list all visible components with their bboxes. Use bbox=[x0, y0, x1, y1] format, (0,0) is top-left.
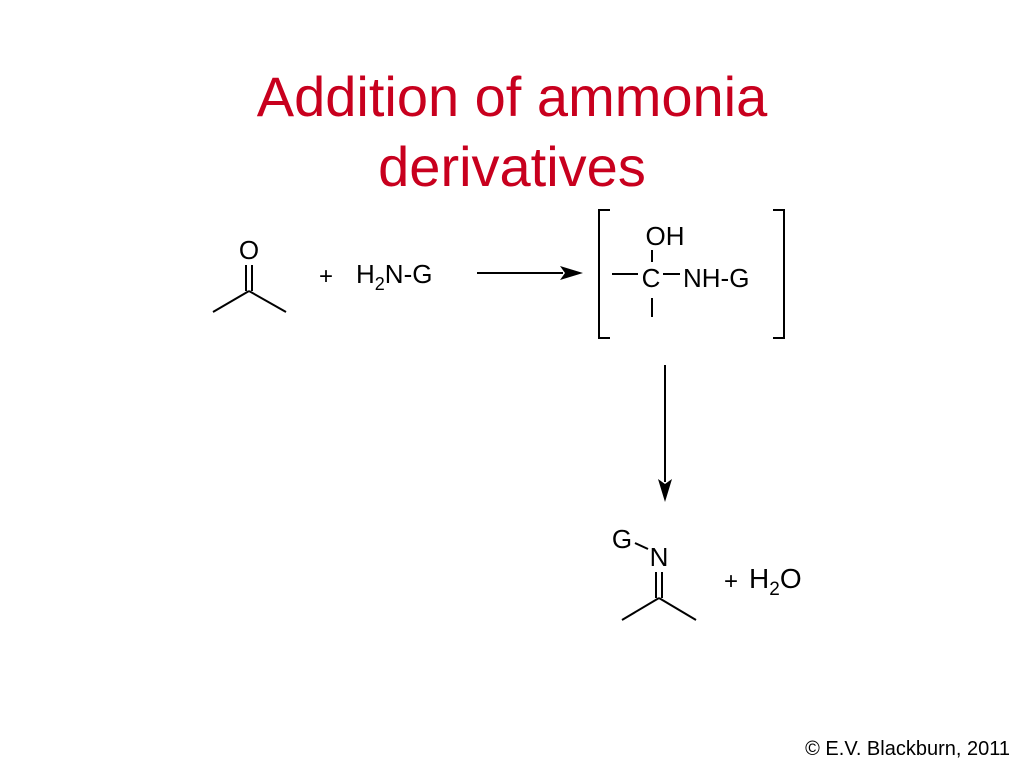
imine-methyl-right bbox=[658, 597, 697, 621]
plus-sign-2: + bbox=[724, 568, 738, 595]
intermediate-bonds bbox=[612, 250, 680, 317]
product-n-label: N bbox=[650, 542, 669, 572]
reagent-label: H2N-G bbox=[356, 259, 432, 294]
water-label: H2O bbox=[749, 563, 802, 600]
g-n-bond bbox=[634, 542, 649, 550]
reagent-subscript: 2 bbox=[375, 274, 385, 294]
title-line-2: derivatives bbox=[378, 135, 646, 198]
right-bracket bbox=[773, 209, 785, 339]
reaction-arrow-down bbox=[658, 365, 672, 502]
left-bracket bbox=[598, 209, 610, 339]
methyl-bond-right bbox=[248, 290, 287, 313]
slide-title: Addition of ammonia derivatives bbox=[0, 62, 1024, 202]
imine-structure bbox=[621, 542, 697, 621]
water-o: O bbox=[780, 563, 802, 594]
ketone-structure bbox=[212, 265, 287, 313]
plus-sign-1: + bbox=[319, 263, 333, 290]
methyl-bond-left bbox=[212, 290, 250, 313]
title-line-1: Addition of ammonia bbox=[256, 65, 768, 128]
intermediate-nhg-label: NH-G bbox=[683, 263, 749, 293]
intermediate-c-label: C bbox=[642, 263, 661, 293]
intermediate-brackets bbox=[598, 209, 785, 339]
reagent-h: H bbox=[356, 259, 375, 289]
imine-methyl-left bbox=[621, 597, 660, 621]
copyright-notice: © E.V. Blackburn, 2011 bbox=[805, 738, 1010, 760]
water-h: H bbox=[749, 563, 769, 594]
reagent-rest: N-G bbox=[385, 259, 433, 289]
ketone-oxygen-label: O bbox=[239, 235, 259, 265]
water-subscript: 2 bbox=[769, 579, 780, 600]
reaction-arrow-right bbox=[477, 266, 583, 280]
intermediate-oh-label: OH bbox=[646, 221, 685, 251]
product-g-label: G bbox=[612, 524, 632, 554]
